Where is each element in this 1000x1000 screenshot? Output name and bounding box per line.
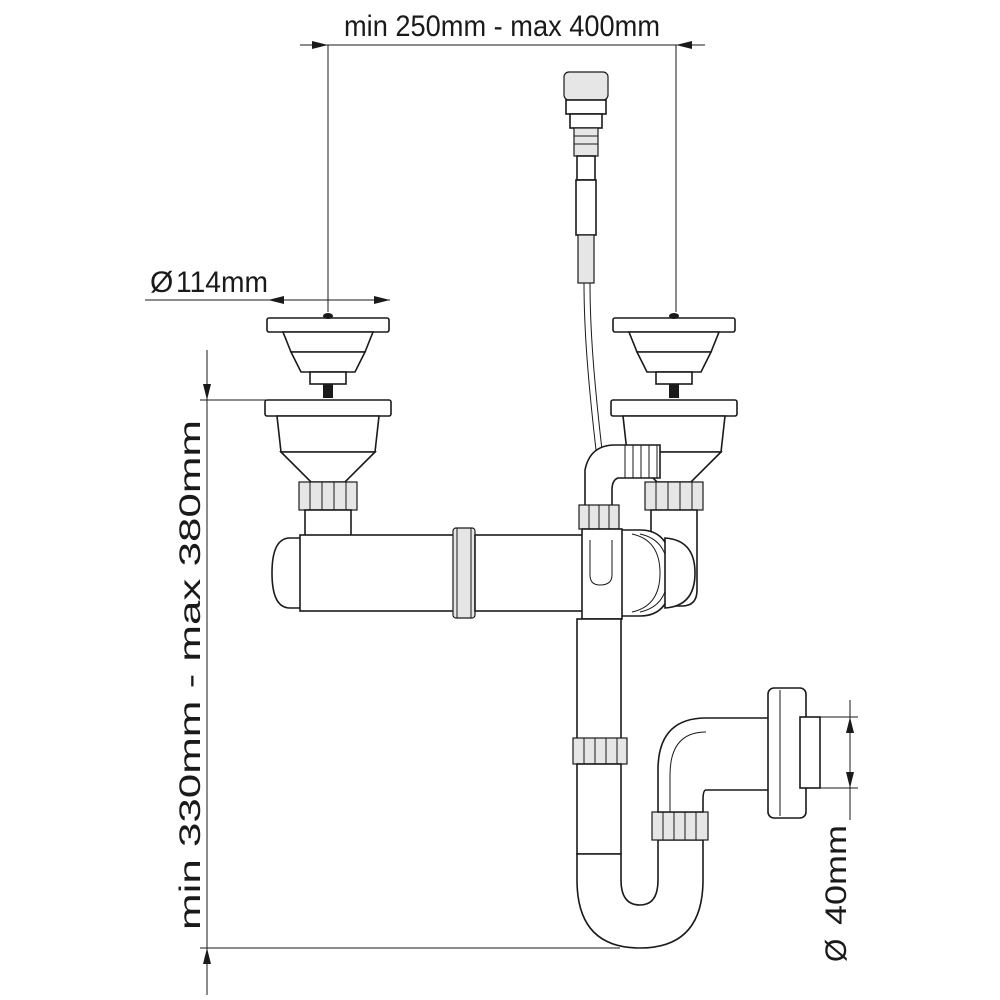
outlet-diameter-label: 40mm (820, 825, 853, 925)
outlet-diameter-dimension: 40mm Ø (820, 700, 858, 962)
outlet-diameter-symbol-icon: Ø (820, 939, 853, 962)
strainer-diameter-label: 114mm (176, 266, 268, 299)
strainer-diameter-dimension: Ø 114mm (145, 266, 390, 304)
spacing-dimension: min 250mm - max 400mm (300, 10, 705, 312)
left-strainer (264, 313, 392, 539)
s-trap (576, 687, 821, 949)
height-dimension: min 330mm - max 380mm (174, 350, 620, 995)
overflow-button (563, 71, 609, 451)
height-label: min 330mm - max 380mm (174, 420, 207, 930)
horizontal-pipe (271, 527, 696, 619)
overflow-hose (584, 444, 661, 511)
spacing-label: min 250mm - max 400mm (344, 10, 660, 43)
diameter-symbol-icon: Ø (150, 266, 173, 299)
right-strainer (610, 313, 738, 607)
central-standpipe (572, 504, 628, 855)
